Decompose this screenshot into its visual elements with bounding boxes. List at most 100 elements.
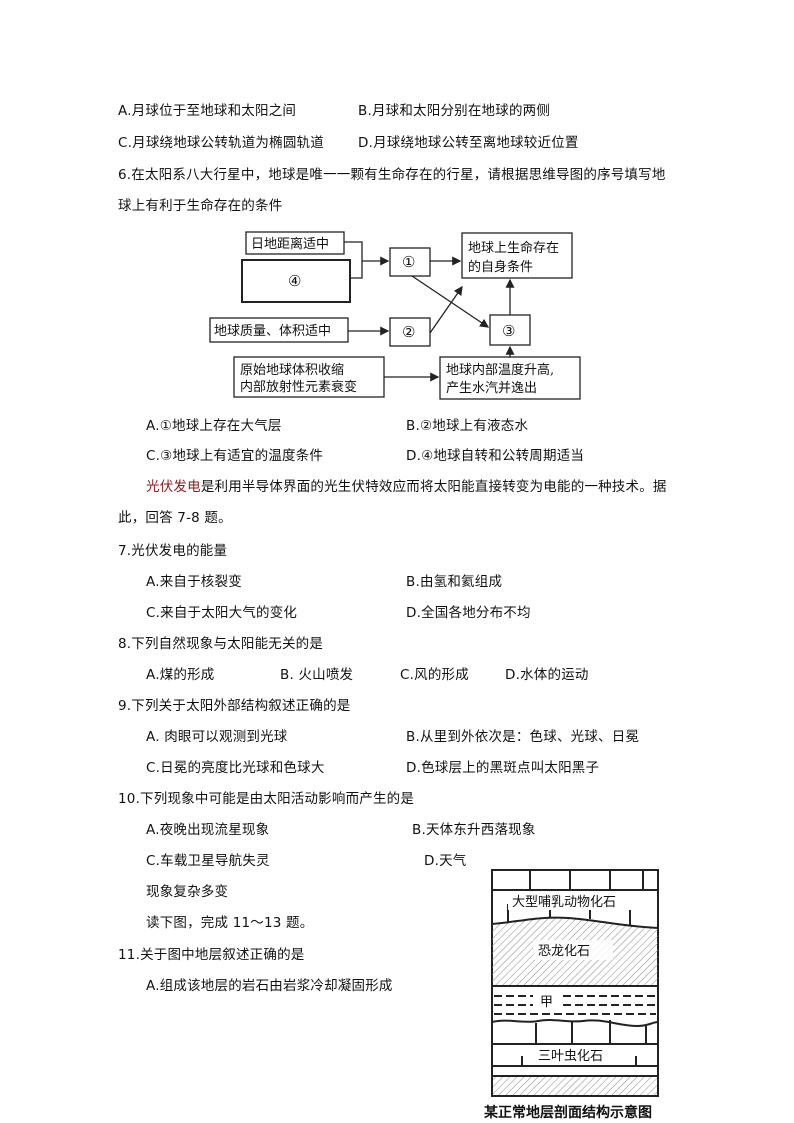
q7-option-c: C.来自于太阳大气的变化 bbox=[146, 604, 297, 622]
option-text: 色球层上的黑斑点叫太阳黑子 bbox=[421, 760, 600, 776]
q7-option-a: A.来自于核裂变 bbox=[146, 573, 242, 591]
option-text: 全国各地分布不均 bbox=[421, 605, 531, 621]
option-text: 月球位于至地球和太阳之间 bbox=[131, 103, 297, 119]
box-sun-distance: 日地距离适中 bbox=[251, 236, 329, 252]
q10-option-b: B.天体东升西落现象 bbox=[412, 821, 536, 839]
box-2: ② bbox=[402, 323, 415, 341]
box-temp-line2: 产生水汽并逸出 bbox=[446, 381, 537, 396]
box-3: ③ bbox=[502, 322, 515, 340]
q9-option-c: C.日冕的亮度比光球和色球大 bbox=[146, 759, 325, 777]
option-label: B. bbox=[412, 822, 426, 838]
option-text: 从里到外依次是：色球、光球、日冕 bbox=[419, 729, 640, 745]
q10-option-c: C.车载卫星导航失灵 bbox=[146, 852, 270, 870]
q7-option-d: D.全国各地分布不均 bbox=[406, 604, 531, 622]
option-text: 月球绕地球公转轨道为椭圆轨道 bbox=[132, 135, 324, 151]
q6-option-b: B.②地球上有液态水 bbox=[406, 417, 528, 435]
q8-option-d: D.水体的运动 bbox=[505, 666, 589, 684]
q9-option-d: D.色球层上的黑斑点叫太阳黑子 bbox=[406, 759, 599, 777]
option-text: 煤的形成 bbox=[159, 667, 215, 683]
q7-stem: 7.光伏发电的能量 bbox=[118, 543, 228, 559]
q9-stem: 9.下列关于太阳外部结构叙述正确的是 bbox=[118, 698, 351, 714]
option-label: C. bbox=[146, 853, 161, 869]
option-text: 组成该地层的岩石由岩浆冷却凝固形成 bbox=[159, 978, 393, 994]
option-text: 天气 bbox=[439, 853, 467, 869]
q7-option-b: B.由氢和氦组成 bbox=[406, 573, 502, 591]
mind-map-diagram: 日地距离适中 ④ ① 地球上生命存在 的自身条件 地球质量、体积适中 ② ③ 原… bbox=[200, 225, 600, 405]
option-text: 夜晚出现流星现象 bbox=[159, 822, 270, 838]
option-label: C. bbox=[146, 760, 161, 776]
option-text: ③地球上有适宜的温度条件 bbox=[160, 448, 324, 464]
strata-profile-figure: 大型哺乳动物化石 恐龙化石 甲 三叶虫化石 某正常地层剖面结构示意图 bbox=[478, 868, 678, 1123]
strata-passage: 读下图，完成 11～13 题。 bbox=[146, 915, 314, 931]
q6-stem-line2: 球上有利于生命存在的条件 bbox=[118, 198, 283, 214]
mind-map-svg: 日地距离适中 ④ ① 地球上生命存在 的自身条件 地球质量、体积适中 ② ③ 原… bbox=[209, 231, 581, 400]
q8-option-a: A.煤的形成 bbox=[146, 666, 215, 684]
option-text: ②地球上有液态水 bbox=[419, 418, 529, 434]
option-label: B. bbox=[358, 103, 372, 119]
box-goal-line2: 的自身条件 bbox=[468, 259, 533, 275]
option-text: 由氢和氦组成 bbox=[419, 574, 503, 590]
option-label: A. bbox=[118, 103, 132, 119]
box-goal-line1: 地球上生命存在 bbox=[468, 240, 559, 256]
q6-option-c: C.③地球上有适宜的温度条件 bbox=[146, 447, 323, 465]
q8-option-c: C.风的形成 bbox=[400, 666, 469, 684]
option-label: D. bbox=[406, 605, 422, 621]
q5-option-c: C.月球绕地球公转轨道为椭圆轨道 bbox=[118, 134, 324, 152]
q9-option-a: A. 肉眼可以观测到光球 bbox=[146, 728, 288, 746]
option-label: A. bbox=[146, 418, 160, 434]
option-label: A. bbox=[146, 574, 160, 590]
option-text: 肉眼可以观测到光球 bbox=[159, 729, 288, 745]
pv-passage-line1: 光伏发电是利用半导体界面的光生伏特效应而将太阳能直接转变为电能的一种技术。据 bbox=[146, 478, 667, 496]
option-text: 月球和太阳分别在地球的两侧 bbox=[371, 103, 551, 119]
option-text: 日冕的亮度比光球和色球大 bbox=[160, 760, 325, 776]
q10-option-d: D.天气 bbox=[424, 852, 467, 870]
layer-jia-label: 甲 bbox=[540, 995, 553, 1010]
pv-highlight: 光伏发电 bbox=[146, 479, 201, 495]
option-label: A. bbox=[146, 667, 160, 683]
layer-top-label: 大型哺乳动物化石 bbox=[512, 895, 616, 910]
option-text: 车载卫星导航失灵 bbox=[160, 853, 270, 869]
option-text: 月球绕地球公转至离地球较近位置 bbox=[373, 135, 579, 151]
q10-option-a: A.夜晚出现流星现象 bbox=[146, 821, 269, 839]
option-label: C. bbox=[146, 448, 161, 464]
option-label: B. bbox=[406, 418, 420, 434]
box-temp-line1: 地球内部温度升高, bbox=[446, 362, 554, 378]
q5-option-d: D.月球绕地球公转至离地球较近位置 bbox=[358, 134, 579, 152]
option-text: 天体东升西落现象 bbox=[425, 822, 536, 838]
option-label: C. bbox=[400, 667, 415, 683]
pv-passage-line2: 此，回答 7-8 题。 bbox=[118, 510, 232, 526]
option-label: D. bbox=[505, 667, 521, 683]
option-text: 来自于太阳大气的变化 bbox=[160, 605, 298, 621]
option-label: C. bbox=[146, 605, 161, 621]
q9-option-b: B.从里到外依次是：色球、光球、日冕 bbox=[406, 728, 639, 746]
option-label: B. bbox=[406, 574, 420, 590]
box-4: ④ bbox=[288, 272, 301, 290]
pv-passage-text: 是利用半导体界面的光生伏特效应而将太阳能直接转变为电能的一种技术。据 bbox=[200, 479, 667, 495]
box-origin-line1: 原始地球体积收缩 bbox=[240, 362, 344, 378]
option-text: 风的形成 bbox=[414, 667, 469, 683]
q5-option-b: B.月球和太阳分别在地球的两侧 bbox=[358, 102, 550, 120]
option-label: B. bbox=[406, 729, 420, 745]
q6-option-a: A.①地球上存在大气层 bbox=[146, 417, 282, 435]
option-text: ④地球自转和公转周期适当 bbox=[421, 448, 585, 464]
option-text: 来自于核裂变 bbox=[159, 574, 242, 590]
option-label: C. bbox=[118, 135, 133, 151]
box-mass: 地球质量、体积适中 bbox=[214, 324, 331, 339]
q11-option-a: A.组成该地层的岩石由岩浆冷却凝固形成 bbox=[146, 977, 393, 995]
strata-figure-caption: 某正常地层剖面结构示意图 bbox=[484, 1105, 652, 1121]
option-label: D. bbox=[424, 853, 440, 869]
q10-stem: 10.下列现象中可能是由太阳活动影响而产生的是 bbox=[118, 791, 415, 807]
option-label: D. bbox=[406, 760, 422, 776]
q11-stem: 11.关于图中地层叙述正确的是 bbox=[118, 947, 305, 963]
box-1: ① bbox=[402, 253, 415, 271]
option-label: D. bbox=[406, 448, 422, 464]
q10-option-d-continued: 现象复杂多变 bbox=[146, 884, 229, 900]
layer-trilobite-label: 三叶虫化石 bbox=[538, 1049, 603, 1064]
box-origin-line2: 内部放射性元素衰变 bbox=[240, 379, 357, 395]
option-label: A. bbox=[146, 822, 160, 838]
q8-option-b: B. 火山喷发 bbox=[280, 666, 353, 684]
option-text: ①地球上存在大气层 bbox=[159, 418, 282, 434]
q6-option-d: D.④地球自转和公转周期适当 bbox=[406, 447, 584, 465]
q6-stem-line1: 6.在太阳系八大行星中，地球是唯一一颗有生命存在的行星，请根据思维导图的序号填写… bbox=[118, 167, 666, 183]
q8-stem: 8.下列自然现象与太阳能无关的是 bbox=[118, 636, 324, 652]
